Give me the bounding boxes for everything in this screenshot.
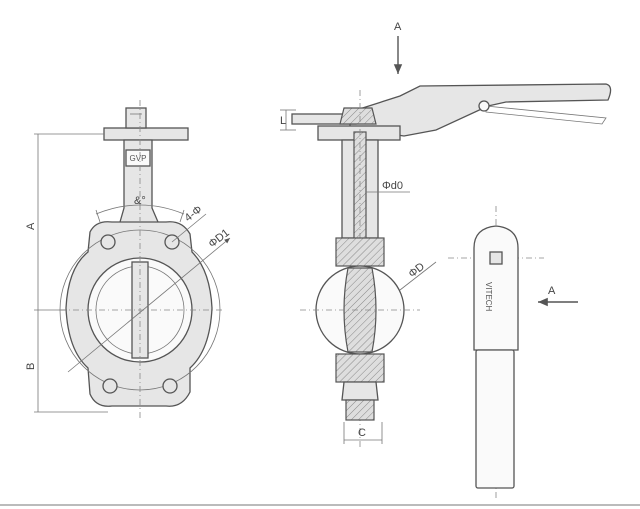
dim-c-label: C [358,427,366,439]
bottom-cap [345,399,375,421]
handle-square-hole [489,251,503,265]
handle-head [473,225,519,351]
upper-bushing [335,237,385,267]
nameplate [125,149,151,167]
stem-nut [339,107,377,125]
bolt-holes-label: 4-Φ [182,203,204,224]
bottom-boss [341,381,379,401]
disc-hub [343,267,377,353]
angle-label: &° [134,195,146,207]
brand-text: VITECH [484,282,493,312]
lever-handle [349,83,612,137]
dim-a-label: A [25,222,37,230]
section-arrow-right-label: A [548,285,556,297]
handle-grip [475,349,515,489]
bolt-hole [102,378,118,394]
angle-arc [95,204,185,215]
dim-d-label: ΦD [406,261,427,281]
stem-mark-text: GVP [130,154,147,163]
lever-trigger [485,105,607,125]
handle-top-view: VITECH A [448,206,578,500]
front-view: GVP ΦD1 4-Φ &° A B [25,100,232,420]
bolt-hole [100,234,116,250]
section-arrow-top-label: A [394,21,402,33]
bottom-rule [0,504,640,506]
lever-pivot [478,100,490,112]
lower-bushing [335,353,385,383]
top-flange-plate [103,127,189,141]
side-section-view: A L Φd0 ΦD [280,21,612,448]
dim-b-label: B [25,363,37,370]
dim-l-label: L [280,115,286,127]
bolt-hole [162,378,178,394]
dim-d0-label: Φd0 [382,180,403,192]
stem-top [125,107,147,129]
